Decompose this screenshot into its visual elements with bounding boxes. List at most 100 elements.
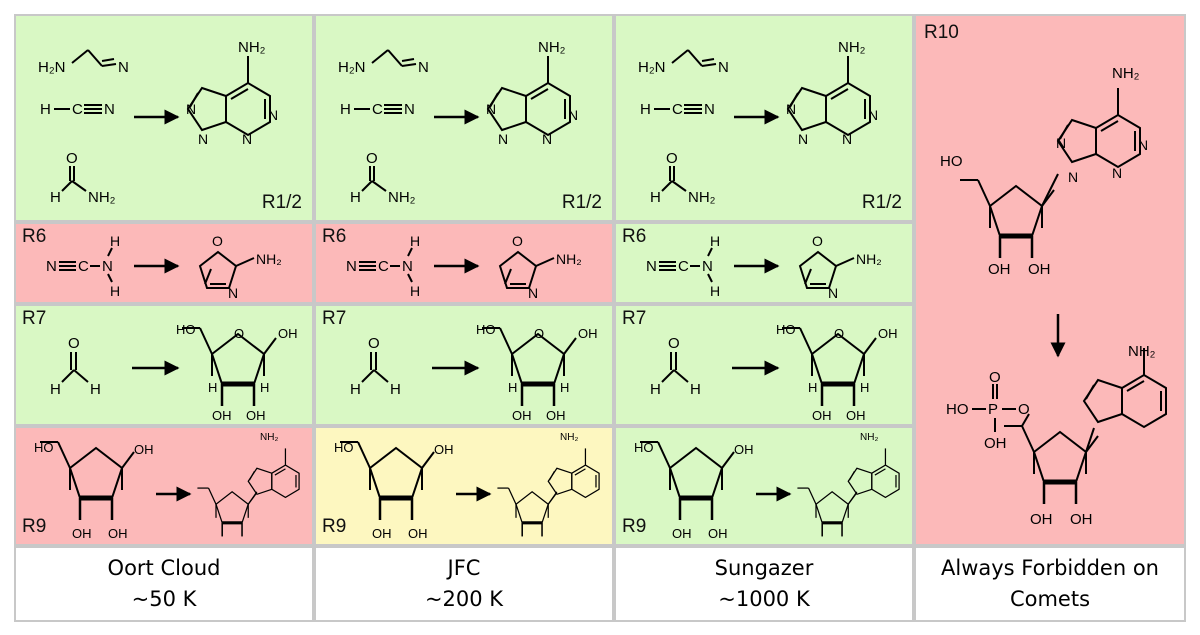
atom-label: OH — [846, 408, 866, 423]
cell-sungazer-r6: N C N H H O N NH₂ R6 — [614, 222, 914, 304]
atom-label: C — [72, 101, 83, 118]
reactants-products-diagram: H₂N N H C N O H NH₂ NH₂ N N N N — [338, 39, 578, 206]
atom-label: O — [234, 326, 244, 341]
atom-label: OH — [1030, 511, 1053, 528]
atom-label: H — [260, 380, 269, 395]
cell-jfc-r6: N C N H H O N NH₂ R6 — [314, 222, 614, 304]
cell-jfc-r7: O H H HO OH O H H OH OH R7 — [314, 304, 614, 426]
reaction-label-r10: R10 — [924, 22, 959, 43]
atom-label: H — [410, 233, 420, 249]
atom-label: H — [50, 381, 61, 398]
footer-oort-cloud: Oort Cloud ~50 K — [14, 546, 314, 622]
cell-oort-r6: N C N H H O N NH₂ R6 — [14, 222, 314, 304]
atom-label: N — [198, 131, 208, 147]
atom-label: H — [650, 381, 661, 398]
atom-label: OH — [512, 408, 532, 423]
atom-label: O — [989, 369, 1001, 386]
atom-label: NH₂ — [838, 39, 866, 56]
r9-reaction-diagram: HO OH OH OH NH₂ — [34, 432, 300, 541]
atom-label: N — [118, 59, 129, 76]
atom-label: H — [710, 233, 720, 249]
atom-label: N — [646, 258, 657, 275]
atom-label: OH — [1070, 511, 1093, 528]
cell-oort-r12: H₂N N H C N O H NH₂ NH₂ N N N N R1/2 — [14, 14, 314, 222]
atom-label: NH₂ — [1112, 65, 1140, 82]
r6-reaction-diagram: N C N H H O N NH₂ — [646, 233, 882, 301]
reaction-label-r9: R9 — [622, 516, 647, 537]
atom-label: H — [208, 380, 217, 395]
column-temperature: ~1000 K — [718, 587, 810, 611]
atom-label: N — [868, 107, 878, 123]
atom-label: H — [90, 381, 101, 398]
atom-label: H — [350, 189, 361, 206]
atom-label: NH₂ — [538, 39, 566, 56]
footer-jfc: JFC ~200 K — [314, 546, 614, 622]
atom-label: HO — [476, 322, 496, 337]
r6-reaction-diagram: N C N H H O N NH₂ — [46, 233, 282, 301]
atom-label: N — [486, 101, 496, 117]
atom-label: O — [212, 233, 223, 249]
r9-reaction-diagram: HO OH OH OH NH₂ — [334, 432, 600, 541]
atom-label: C — [672, 101, 683, 118]
footer-sungazer: Sungazer ~1000 K — [614, 546, 914, 622]
atom-label: N — [1068, 169, 1078, 185]
atom-label: OH — [734, 442, 754, 457]
atom-label: N — [828, 285, 838, 301]
atom-label: OH — [246, 408, 266, 423]
column-temperature: ~50 K — [131, 587, 197, 611]
r7-reaction-diagram: O H H HO OH O H H OH OH — [50, 322, 298, 423]
atom-label: N — [718, 59, 729, 76]
atom-label: OH — [278, 326, 298, 341]
atom-label: OH — [672, 526, 692, 541]
reaction-label-r9: R9 — [322, 516, 347, 537]
reaction-label-r9: R9 — [22, 516, 47, 537]
atom-label: OH — [988, 261, 1011, 278]
atom-label: N — [1138, 137, 1148, 153]
atom-label: NH₂ — [238, 39, 266, 56]
atom-label: N — [346, 258, 357, 275]
atom-label: OH — [878, 326, 898, 341]
atom-label: O — [534, 326, 544, 341]
atom-label: H — [110, 283, 120, 299]
atom-label: H — [860, 380, 869, 395]
atom-label: OH — [72, 526, 92, 541]
column-temperature: ~200 K — [424, 587, 504, 611]
cell-jfc-r9: HO OH OH OH NH₂ R9 — [314, 426, 614, 546]
atom-label: N — [402, 258, 413, 275]
atom-label: OH — [1028, 261, 1051, 278]
atom-label: O — [666, 150, 678, 167]
atom-label: N — [1056, 135, 1066, 151]
cell-jfc-r12: H₂N N H C N O H NH₂ NH₂ N N N N R1/2 — [314, 14, 614, 222]
atom-label: N — [46, 258, 57, 275]
atom-label: OH — [212, 408, 232, 423]
atom-label: N — [702, 258, 713, 275]
atom-label: N — [104, 101, 115, 118]
atom-label: OH — [434, 442, 454, 457]
atom-label: N — [228, 285, 238, 301]
r6-reaction-diagram: N C N H H O N NH₂ — [346, 233, 582, 301]
atom-label: O — [366, 150, 378, 167]
atom-label: O — [66, 150, 78, 167]
atom-label: NH₂ — [256, 251, 282, 267]
reaction-label-r6: R6 — [22, 226, 47, 247]
atom-label: H — [110, 233, 120, 249]
atom-label: P — [988, 401, 998, 418]
atom-label: N — [186, 101, 196, 117]
atom-label: H — [410, 283, 420, 299]
atom-label: H — [650, 189, 661, 206]
atom-label: H — [50, 189, 61, 206]
atom-label: H — [40, 101, 51, 118]
reaction-label-r6: R6 — [322, 226, 347, 247]
atom-label: H₂N — [338, 59, 366, 76]
atom-label: O — [812, 233, 823, 249]
r7-reaction-diagram: O H H HO OH O H H OH OH — [350, 322, 598, 423]
atom-label: C — [78, 258, 89, 275]
atom-label: HO — [940, 153, 963, 170]
atom-label: O — [834, 326, 844, 341]
atom-label: C — [378, 258, 389, 275]
reactants-products-diagram: H₂N N H C N O H NH₂ NH₂ N N N N — [638, 39, 878, 206]
atom-label: NH₂ — [1128, 343, 1156, 360]
cell-oort-r7: O H H HO OH O H H OH OH R7 — [14, 304, 314, 426]
footer-always-forbidden: Always Forbidden on Comets — [914, 546, 1186, 622]
atom-label: OH — [372, 526, 392, 541]
